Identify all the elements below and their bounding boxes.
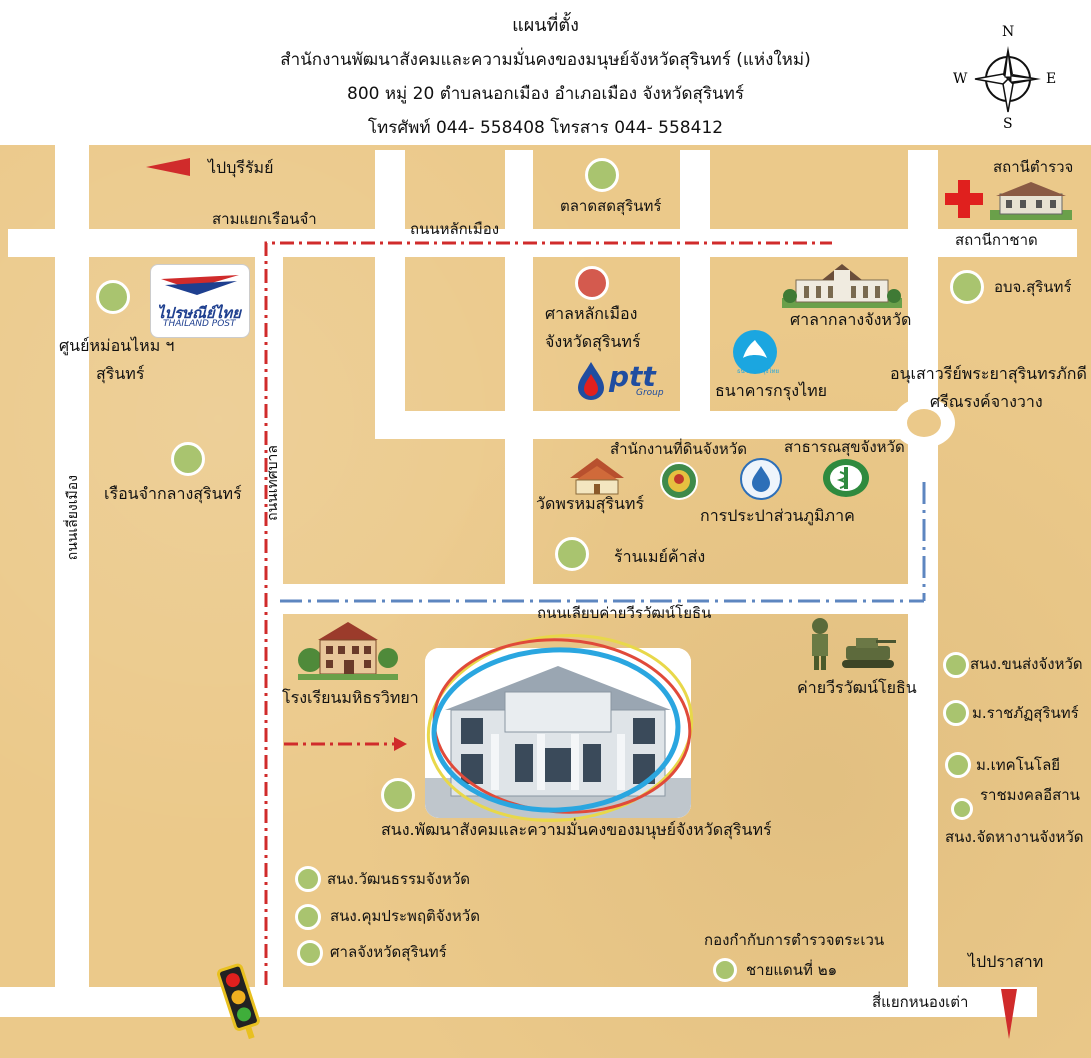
arrow-left-icon	[146, 158, 190, 176]
culture-label: สนง.วัฒนธรรมจังหวัด	[327, 870, 471, 888]
silk-center-dot	[96, 280, 130, 314]
roundabout	[893, 398, 955, 448]
market-label: ตลาดสดสุรินทร์	[560, 197, 662, 215]
road-bottom	[0, 987, 1037, 1017]
office-name: สำนักงานพัฒนาสังคมและความมั่นคงของมนุษย์…	[280, 50, 811, 70]
krungthai-logo	[733, 330, 777, 374]
border-police-label-2: ชายแดนที่ ๒๑	[746, 961, 838, 979]
police-building-icon	[990, 180, 1072, 220]
camp-icon	[806, 614, 896, 674]
public-health-label: สาธารณสุขจังหวัด	[784, 438, 905, 456]
sam-yaek-label: สามแยกเรือนจำ	[212, 210, 317, 228]
school-label: โรงเรียนมหิธรวิทยา	[282, 688, 419, 707]
employment-dot	[951, 798, 973, 820]
pwa-label: การประปาส่วนภูมิภาค	[700, 506, 855, 525]
compass-n: N	[1002, 24, 1015, 40]
court-label: ศาลจังหวัดสุรินทร์	[330, 943, 447, 961]
market-dot	[585, 158, 619, 192]
school-icon	[298, 620, 398, 680]
header: แผนที่ตั้ง สำนักงานพัฒนาสังคมและความมั่น…	[0, 0, 1091, 145]
road-liap-khai	[282, 584, 930, 614]
liap-khai-road-label: ถนนเลียบค่ายวีรวัฒน์โยธิน	[537, 604, 712, 622]
rmut-label-2: ราชมงคลอีสาน	[980, 786, 1080, 804]
rmut-dot	[945, 752, 971, 778]
city-hall-icon	[782, 262, 902, 308]
road-lak-mueang-inner	[375, 411, 920, 439]
red-cross-icon	[945, 180, 983, 218]
city-hall-label: ศาลากลางจังหวัด	[790, 310, 912, 329]
transport-dot	[943, 652, 969, 678]
to-buriram-label: ไปบุรีรัมย์	[208, 158, 274, 177]
employment-label: สนง.จัดหางานจังหวัด	[945, 828, 1084, 846]
probation-dot	[295, 904, 321, 930]
ptt-logo: ptt Group	[576, 360, 676, 402]
kha-chat-label: สถานีกาชาด	[955, 231, 1038, 249]
road-v-505	[505, 150, 533, 600]
rajabhat-label: ม.ราชภัฏสุรินทร์	[972, 704, 1079, 722]
rmut-label-1: ม.เทคโนโลยี	[976, 756, 1061, 774]
road-mid-vertical	[255, 250, 283, 990]
obj-dot	[950, 270, 984, 304]
krungthai-label: ธนาคารกรุงไทย	[715, 381, 828, 400]
thailand-post-th: ไปรษณีย์ไทย	[157, 304, 241, 322]
ptt-group-text: Group	[636, 388, 664, 398]
compass-e: E	[1046, 71, 1057, 87]
office-phone: โทรศัพท์ 044- 558408 โทรสาร 044- 558412	[367, 118, 724, 138]
camp-label: ค่ายวีรวัฒน์โยธิน	[797, 678, 917, 697]
lak-mueang-dot	[575, 266, 609, 300]
public-health-seal-icon	[822, 458, 870, 498]
si-yaek-label: สี่แยกหนองเต่า	[872, 993, 969, 1011]
probation-label: สนง.คุมประพฤติจังหวัด	[330, 907, 480, 925]
ptt-text: ptt	[609, 360, 656, 393]
road-v-910	[908, 150, 938, 1010]
msdhs-label: สนง.พัฒนาสังคมและความมั่นคงของมนุษย์จังห…	[381, 820, 772, 839]
wat-icon	[566, 456, 628, 496]
msdhs-dot	[381, 778, 415, 812]
to-prasat-label: ไปปราสาท	[968, 952, 1044, 971]
border-police-label-1: กองกำกับการตำรวจตระเวน	[704, 931, 885, 949]
road-v-375	[375, 150, 405, 425]
road-left-vertical	[55, 145, 89, 1000]
road-v-680	[680, 150, 710, 425]
court-dot	[297, 940, 323, 966]
traffic-light-icon	[215, 962, 265, 1042]
lak-mueang-label-1: ศาลหลักเมือง	[545, 304, 638, 323]
lak-mueang-road-label: ถนนหลักเมือง	[410, 220, 500, 238]
transport-label: สนง.ขนส่งจังหวัด	[970, 655, 1083, 673]
lak-mueang-label-2: จังหวัดสุรินทร์	[545, 332, 641, 351]
pwa-seal-icon	[740, 458, 782, 500]
krungthai-small: ธนาคารกรุงไทย	[737, 368, 780, 375]
monument-label-1: อนุเสาวรีย์พระยาสุรินทรภักดี	[890, 364, 1087, 383]
prison-label: เรือนจำกลางสุรินทร์	[104, 484, 242, 503]
compass-s: S	[1003, 116, 1013, 132]
wat-label: วัดพรหมสุรินทร์	[536, 494, 645, 513]
may-store-label: ร้านเมย์ค้าส่ง	[614, 547, 706, 566]
border-police-dot	[713, 958, 737, 982]
arrow-down-icon	[1001, 989, 1017, 1039]
land-office-seal-icon	[660, 462, 698, 500]
culture-dot	[295, 866, 321, 892]
rajabhat-dot	[943, 700, 969, 726]
land-office-label: สำนักงานที่ดินจังหวัด	[610, 440, 747, 458]
office-address: 800 หมู่ 20 ตำบลนอกเมือง อำเภอเมือง จังห…	[347, 84, 744, 104]
obj-label: อบจ.สุรินทร์	[994, 278, 1072, 296]
thailand-post-en: THAILAND POST	[163, 319, 236, 329]
prison-dot	[171, 442, 205, 476]
silk-center-label-1: ศูนย์หม่อนไหม ฯ	[59, 336, 175, 355]
compass-icon: N S W E	[952, 22, 1062, 134]
compass-w: W	[953, 71, 968, 87]
thailand-post-logo: ไปรษณีย์ไทย THAILAND POST	[150, 264, 250, 338]
may-store-dot	[555, 537, 589, 571]
monument-label-2: ศรีณรงค์จางวาง	[930, 392, 1043, 411]
police-label: สถานีตำรวจ	[993, 158, 1074, 176]
page-title: แผนที่ตั้ง	[512, 15, 579, 36]
silk-center-label-2: สุรินทร์	[96, 364, 145, 383]
